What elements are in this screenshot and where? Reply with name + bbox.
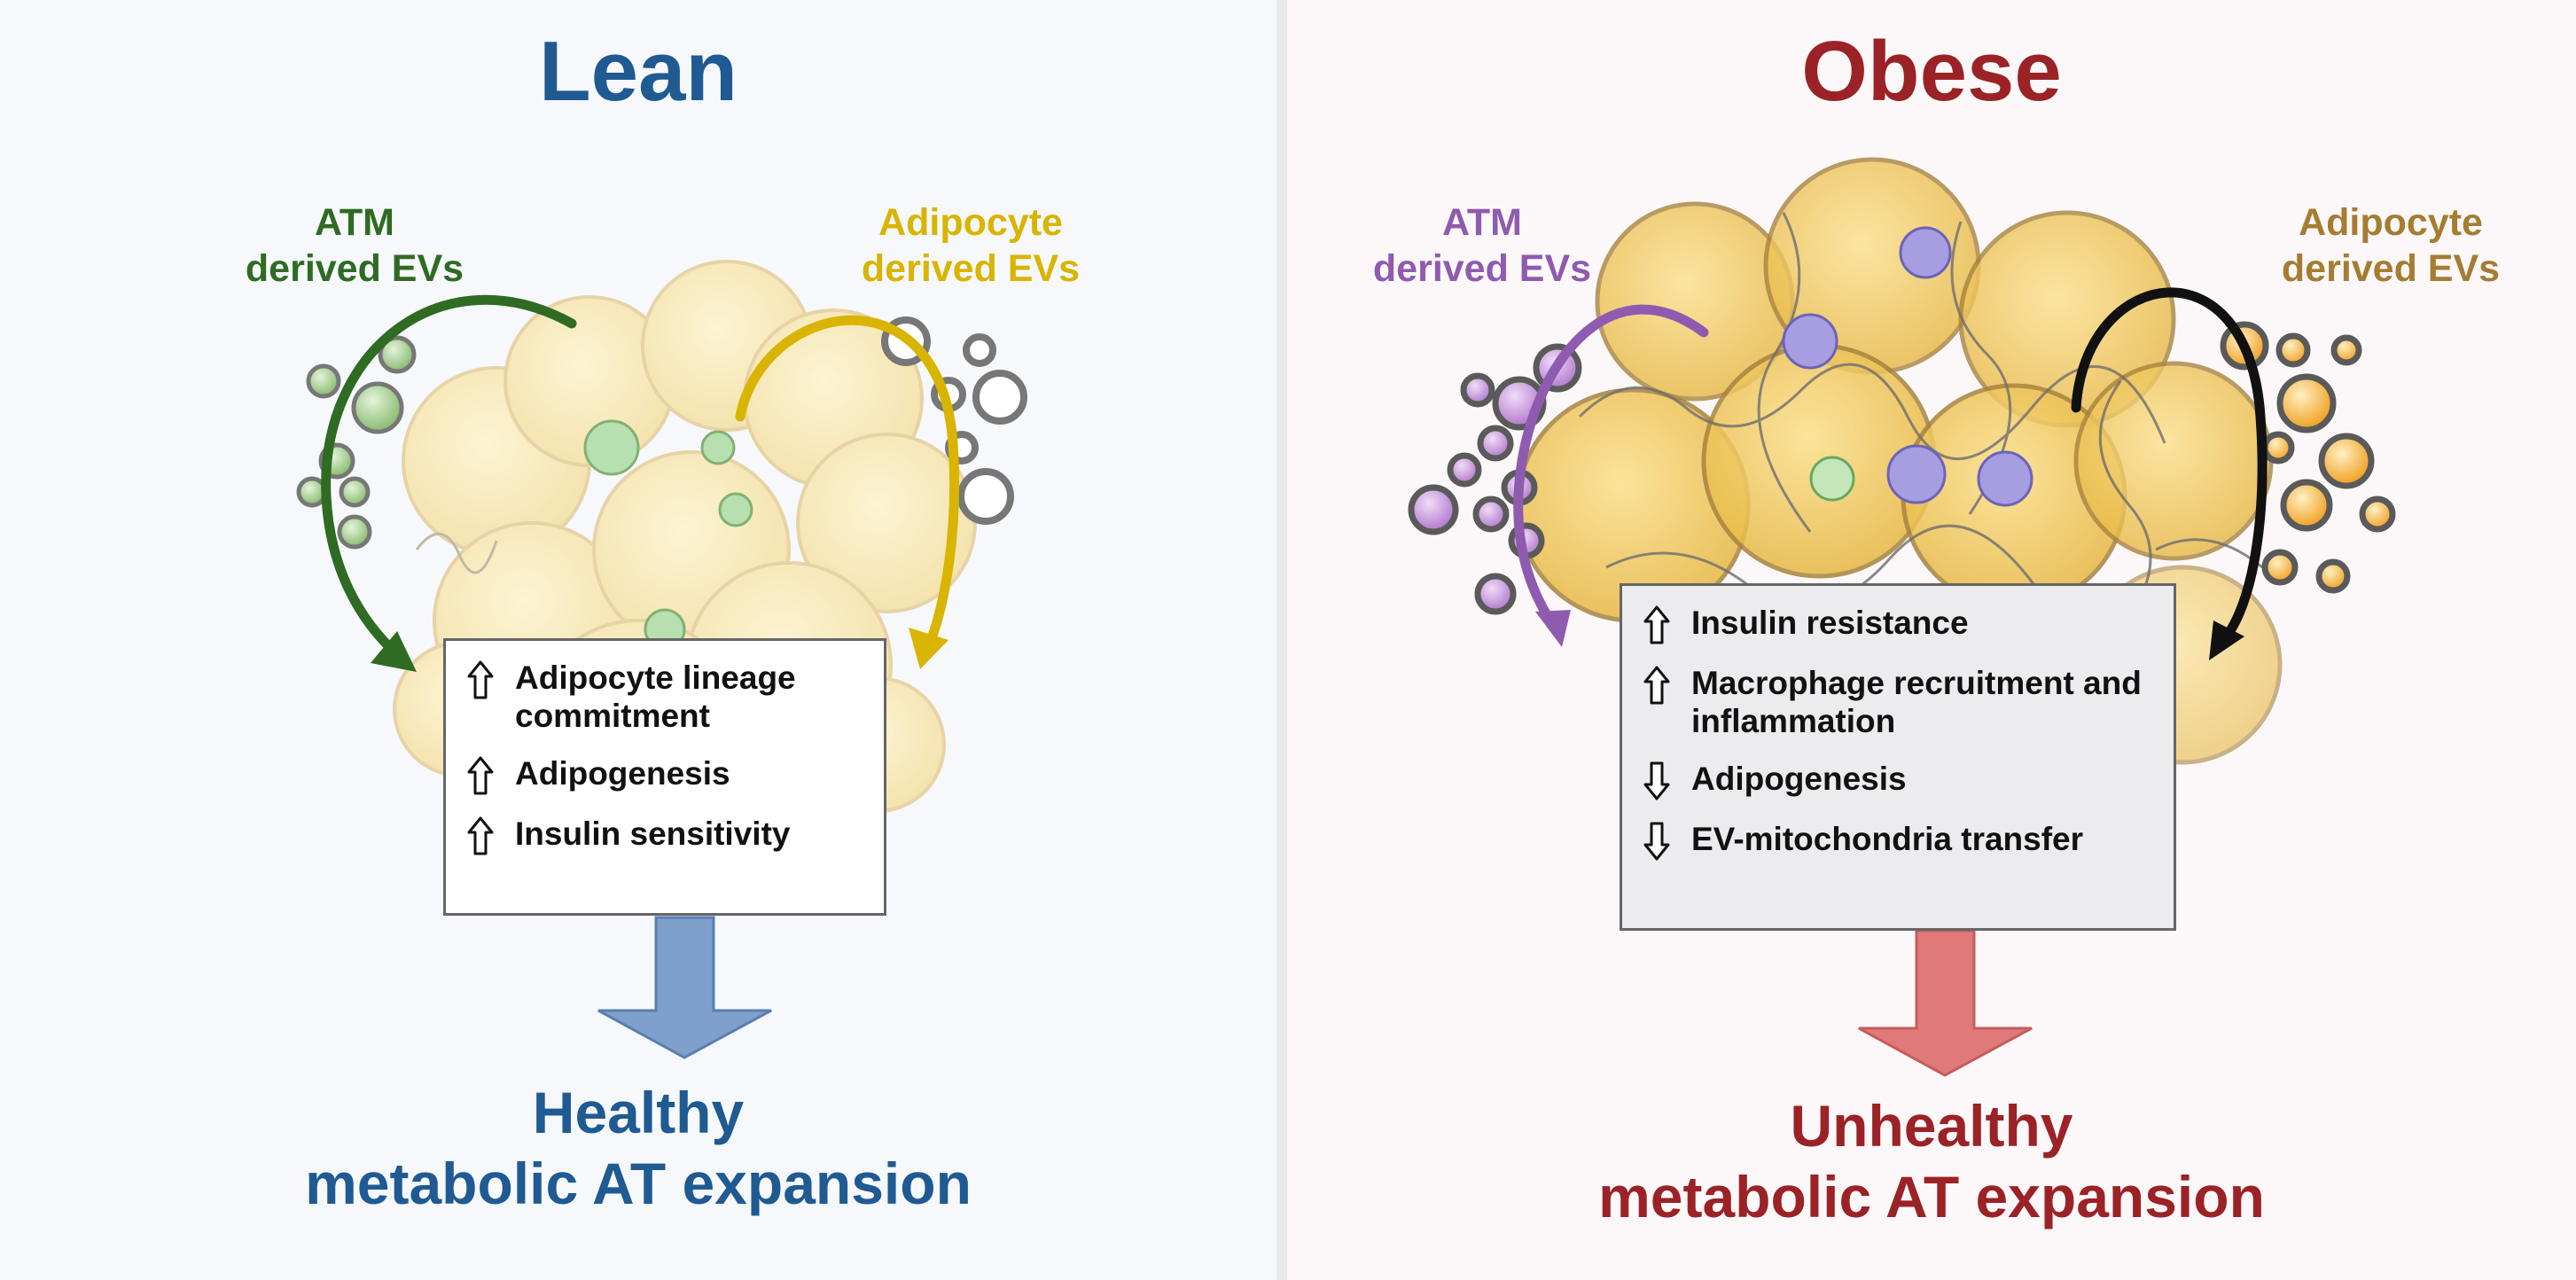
lean-adipocyte-ev-label: Adipocyte derived EVs bbox=[838, 199, 1104, 292]
lean-panel: Lean ATM derived EVs Adipocyte derived E… bbox=[0, 0, 1276, 1280]
obese-title: Obese bbox=[1801, 24, 2062, 119]
healthy-outcome-arrow bbox=[597, 916, 772, 1059]
lean-atm-ev-label-line2: derived EVs bbox=[245, 247, 464, 290]
lean-title: Lean bbox=[538, 24, 738, 119]
up-arrow-icon bbox=[467, 756, 494, 795]
effect-text: Insulin resistance bbox=[1691, 605, 1969, 641]
obese-panel: Obese ATM derived EVs Adipocyte derived … bbox=[1287, 0, 2576, 1280]
down-arrow-icon bbox=[1643, 822, 1670, 861]
obese-outcome-line1: Unhealthy bbox=[1790, 1093, 2073, 1159]
effect-item: Insulin sensitivity bbox=[467, 815, 866, 855]
lean-effects-box: Adipocyte lineage commitment Adipogenesi… bbox=[443, 638, 886, 916]
effect-item: Adipogenesis bbox=[467, 754, 866, 795]
panel-divider bbox=[1276, 0, 1287, 1280]
effect-text: Adipogenesis bbox=[1691, 761, 1907, 797]
effect-text: Macrophage recruitment and inflammation bbox=[1691, 665, 2142, 739]
effect-item: EV-mitochondria transfer bbox=[1643, 820, 2156, 861]
obese-atm-ev-label-line1: ATM bbox=[1442, 201, 1522, 244]
effect-item: Adipogenesis bbox=[1643, 760, 2156, 800]
unhealthy-outcome-arrow bbox=[1858, 929, 2033, 1077]
effect-item: Macrophage recruitment and inflammation bbox=[1643, 664, 2156, 740]
effect-text: EV-mitochondria transfer bbox=[1691, 821, 2084, 857]
effect-text: Adipocyte lineage commitment bbox=[515, 660, 796, 734]
lean-adipocyte-ev-label-line2: derived EVs bbox=[861, 247, 1081, 290]
adipocyte-cell bbox=[2073, 361, 2274, 561]
obese-outcome: Unhealthy metabolic AT expansion bbox=[1287, 1090, 2576, 1232]
atm-ev-arrow bbox=[321, 294, 577, 672]
macrophage bbox=[1809, 456, 1855, 502]
adipocyte-cell bbox=[796, 433, 977, 613]
lean-adipocyte-ev-label-line1: Adipocyte bbox=[878, 201, 1063, 244]
obese-atm-ev-label: ATM derived EVs bbox=[1349, 199, 1615, 292]
effect-text: Insulin sensitivity bbox=[515, 816, 791, 852]
effect-item: Insulin resistance bbox=[1643, 604, 2156, 644]
lean-outcome-line1: Healthy bbox=[532, 1080, 745, 1145]
obese-adipocyte-ev-label: Adipocyte derived EVs bbox=[2258, 199, 2524, 292]
obese-adipocyte-ev-label-line1: Adipocyte bbox=[2299, 201, 2483, 244]
effect-text: Adipogenesis bbox=[515, 755, 730, 792]
adipocyte-ev-cloud bbox=[2220, 321, 2396, 594]
adipocyte-ev-arrow bbox=[735, 315, 960, 669]
lean-atm-ev-label-line1: ATM bbox=[315, 201, 394, 244]
up-arrow-icon bbox=[467, 816, 494, 855]
down-arrow-icon bbox=[1643, 761, 1670, 800]
obese-effects-box: Insulin resistance Macrophage recruitmen… bbox=[1620, 583, 2176, 931]
up-arrow-icon bbox=[467, 660, 494, 699]
lean-atm-ev-label: ATM derived EVs bbox=[222, 199, 488, 292]
up-arrow-icon bbox=[1643, 666, 1670, 705]
lean-outcome: Healthy metabolic AT expansion bbox=[0, 1077, 1276, 1219]
obese-outcome-line2: metabolic AT expansion bbox=[1598, 1164, 2265, 1229]
adipocyte-ev-arrow bbox=[2071, 287, 2268, 660]
atm-ev-arrow bbox=[1513, 304, 1709, 647]
adipocyte-ev-cloud bbox=[881, 316, 1027, 525]
up-arrow-icon bbox=[1643, 605, 1670, 644]
obese-atm-ev-label-line2: derived EVs bbox=[1372, 247, 1592, 290]
effect-item: Adipocyte lineage commitment bbox=[467, 659, 866, 735]
obese-adipocyte-ev-label-line2: derived EVs bbox=[2281, 247, 2501, 290]
lean-outcome-line2: metabolic AT expansion bbox=[305, 1151, 972, 1216]
